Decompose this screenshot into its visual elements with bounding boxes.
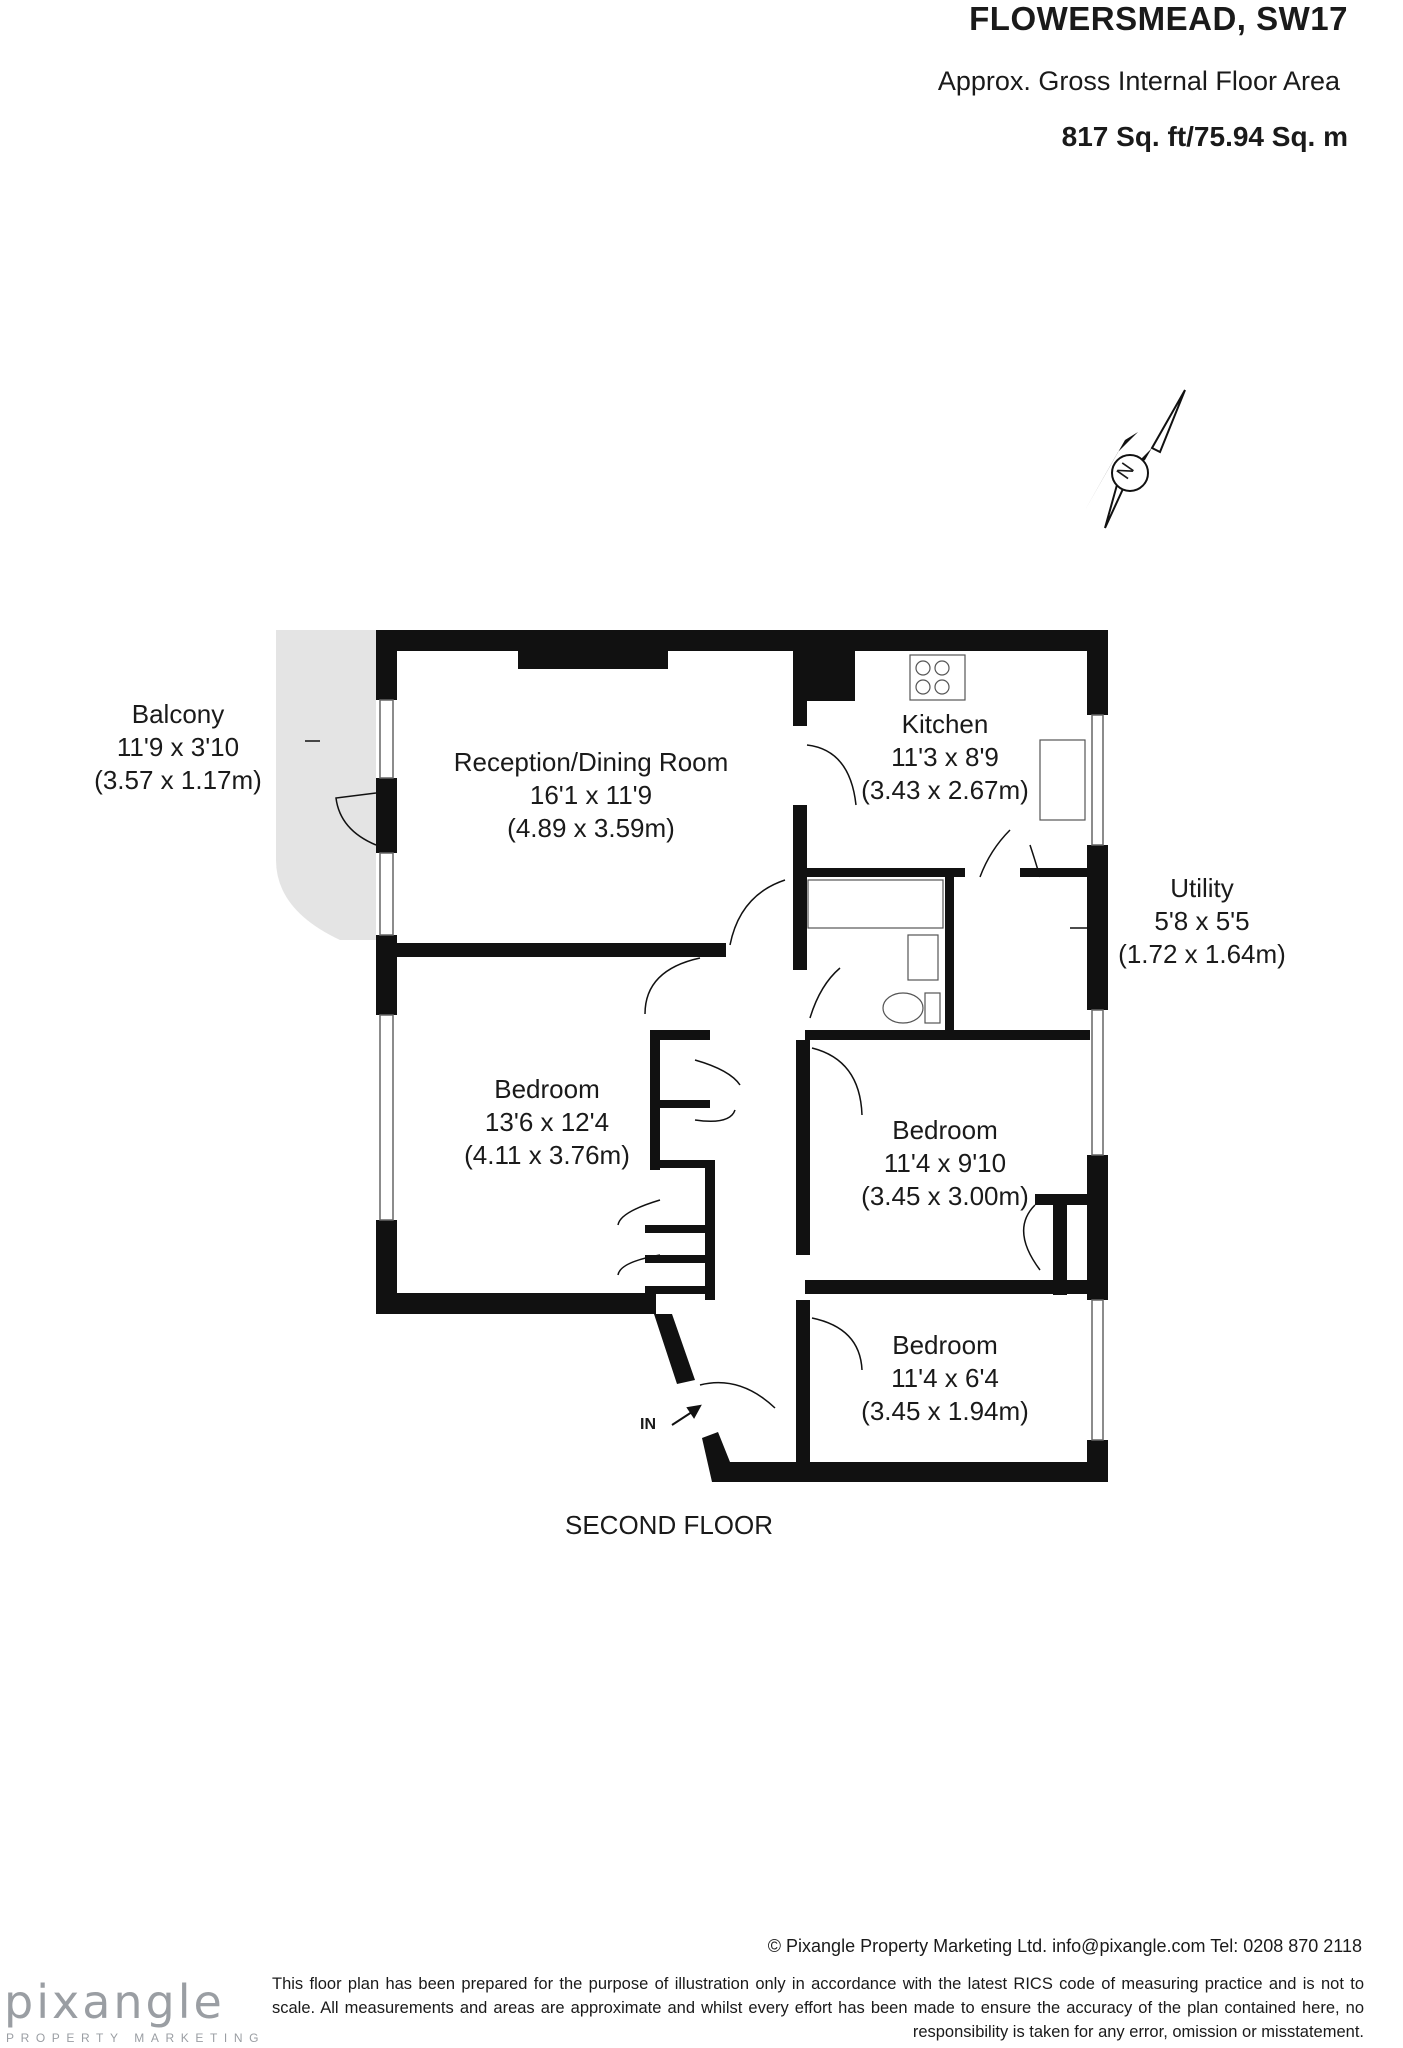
sink-icon [1039, 739, 1086, 821]
brand-tagline: PROPERTY MARKETING [6, 2031, 266, 2045]
floor-area-value: 817 Sq. ft/75.94 Sq. m [1061, 121, 1348, 152]
bath-icon [807, 879, 944, 929]
entrance-label: IN [640, 1416, 656, 1433]
basin-icon [907, 934, 939, 981]
property-title: FLOWERSMEAD, SW17 [969, 0, 1348, 37]
brand-logo: pixangle [4, 1975, 225, 2029]
hob-icon [909, 654, 966, 701]
floor-label: SECOND FLOOR [565, 1510, 774, 1540]
doors [335, 744, 1041, 1409]
windows [379, 699, 1104, 1441]
toilet-icon [882, 992, 924, 1024]
walls [376, 630, 1108, 1482]
copyright-text: © Pixangle Property Marketing Ltd. info@… [767, 1936, 1362, 1956]
floor-area-caption: Approx. Gross Internal Floor Area [937, 66, 1340, 96]
compass-icon [1085, 389, 1186, 529]
balcony-area [276, 630, 376, 940]
fixtures [807, 654, 1086, 1024]
disclaimer-text: This floor plan has been prepared for th… [272, 1975, 1364, 2041]
entrance-arrow-icon [671, 1404, 702, 1426]
